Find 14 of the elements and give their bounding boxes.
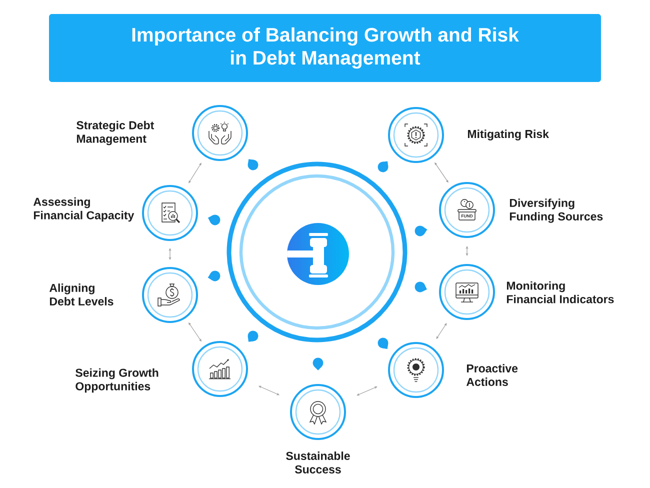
- step-label: Diversifying Funding Sources: [510, 198, 603, 223]
- step-label: Monitoring Financial Indicators: [506, 281, 614, 304]
- double-arrow: [168, 248, 172, 260]
- title-banner: Importance of Balancing Growth and Risk in Debt Management: [49, 14, 601, 82]
- step-label: Aligning Debt Levels: [49, 284, 114, 306]
- step-label: Seizing Growth Opportunities: [76, 368, 158, 393]
- step-label: Mitigating Risk: [468, 130, 549, 140]
- step-label: Strategic Debt Management: [76, 120, 154, 146]
- double-arrow: [466, 246, 468, 256]
- step-label: Assessing Financial Capacity: [33, 197, 134, 222]
- double-arrow: [188, 162, 202, 184]
- step-label: Proactive Actions: [466, 364, 518, 386]
- step-label: Sustainable Success: [286, 452, 350, 474]
- double-arrow: [356, 386, 378, 396]
